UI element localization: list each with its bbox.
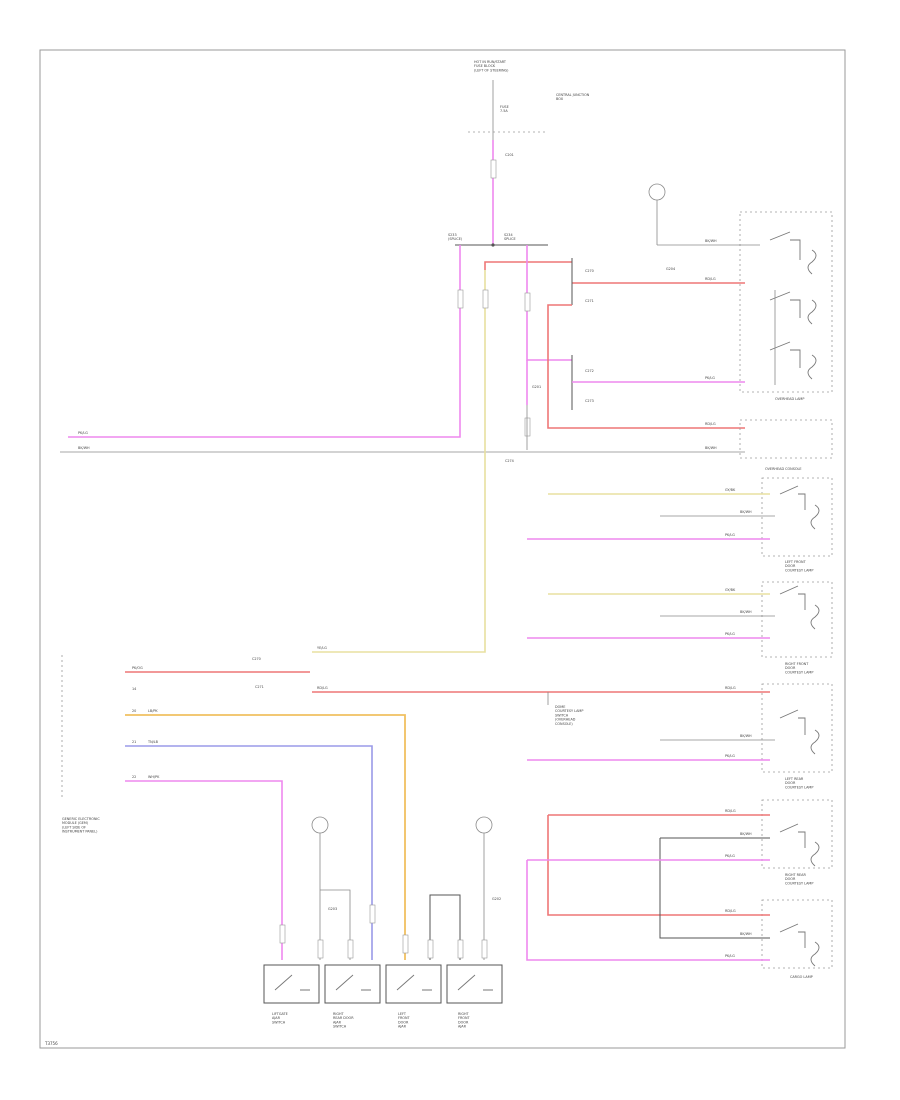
svg-text:21: 21	[132, 740, 136, 744]
svg-text:C271: C271	[585, 299, 594, 303]
svg-text:GY/BK: GY/BK	[725, 488, 736, 492]
diagram-border	[39, 49, 846, 1049]
svg-text:BK/WH: BK/WH	[705, 239, 717, 243]
svg-text:BK/WH: BK/WH	[740, 832, 752, 836]
svg-text:C273: C273	[585, 399, 594, 403]
svg-text:BK/WH: BK/WH	[740, 932, 752, 936]
svg-text:LB/PK: LB/PK	[148, 709, 158, 713]
svg-text:22: 22	[132, 775, 136, 779]
svg-text:PK/LG: PK/LG	[725, 954, 735, 958]
fuse-connector: C201	[505, 153, 514, 157]
svg-text:RD/LG: RD/LG	[725, 909, 736, 913]
svg-text:GY/BK: GY/BK	[725, 588, 736, 592]
svg-text:PK/LG: PK/LG	[725, 533, 735, 537]
gem-feed-wire: PK/LG	[78, 431, 88, 435]
overhead-lamp-label: OVERHEAD LAMP	[775, 397, 804, 401]
page-code: T3756	[44, 1041, 58, 1046]
overhead-console: OVERHEAD CONSOLE BK/WH C274	[505, 419, 833, 471]
ground-left-switch: G203	[311, 816, 351, 960]
svg-text:RD/LG: RD/LG	[725, 686, 736, 690]
svg-text:PK/LG: PK/LG	[725, 754, 735, 758]
svg-text:PK/LG: PK/LG	[725, 854, 735, 858]
svg-text:BK/WH: BK/WH	[705, 446, 717, 450]
svg-text:PK/LG: PK/LG	[705, 376, 715, 380]
svg-text:C274: C274	[505, 459, 514, 463]
wire-gem-feed	[68, 245, 461, 438]
wire-pink-liftgate	[125, 780, 283, 960]
ground-icon-top: G204	[648, 183, 675, 271]
wire-orange	[125, 714, 406, 960]
switch-overhead-1	[769, 231, 801, 260]
svg-text:G204: G204	[666, 267, 675, 271]
wire-red-top	[484, 261, 548, 270]
svg-text:G203: G203	[328, 907, 337, 911]
svg-text:BK/WH: BK/WH	[740, 510, 752, 514]
svg-text:BK/WH: BK/WH	[740, 610, 752, 614]
switch-overhead-2	[769, 291, 801, 318]
svg-text:PK/LG: PK/LG	[725, 632, 735, 636]
svg-text:C270: C270	[585, 269, 594, 273]
svg-text:RD/LG: RD/LG	[317, 686, 328, 690]
overhead-lamp: OVERHEAD LAMP G204 BK/WH	[648, 183, 833, 401]
wire-blue	[125, 745, 373, 960]
svg-text:C272: C272	[585, 369, 594, 373]
switch-overhead-3	[769, 341, 801, 368]
svg-text:C271: C271	[255, 685, 264, 689]
svg-text:TN/LB: TN/LB	[147, 740, 159, 744]
svg-text:G202: G202	[492, 897, 501, 901]
svg-text:RD/LG: RD/LG	[725, 809, 736, 813]
wire-red-console	[547, 304, 745, 429]
svg-text:14: 14	[132, 687, 136, 691]
svg-text:RD/LG: RD/LG	[705, 422, 716, 426]
ground-label-mid: G201	[532, 385, 541, 389]
wire-yellow-long	[312, 270, 486, 653]
svg-text:C270: C270	[252, 657, 261, 661]
ground-right-switch: G202	[429, 816, 501, 960]
overhead-console-label: OVERHEAD CONSOLE	[765, 467, 802, 471]
connector-block-upper: C270 C271	[571, 258, 594, 305]
svg-text:PK/OG: PK/OG	[132, 666, 143, 670]
svg-text:BK/WH: BK/WH	[740, 734, 752, 738]
gem-ground-wire: BK/WH	[78, 446, 90, 450]
splice-left-label: S233(SPLICE)	[448, 233, 463, 241]
cargo-lamp-label: CARGO LAMP	[790, 975, 813, 979]
svg-text:20: 20	[132, 709, 136, 713]
red-wire-label: RD/LG	[705, 277, 716, 281]
yellow-wire-label: YE/LG	[317, 646, 327, 650]
svg-text:WH/PK: WH/PK	[148, 775, 160, 779]
